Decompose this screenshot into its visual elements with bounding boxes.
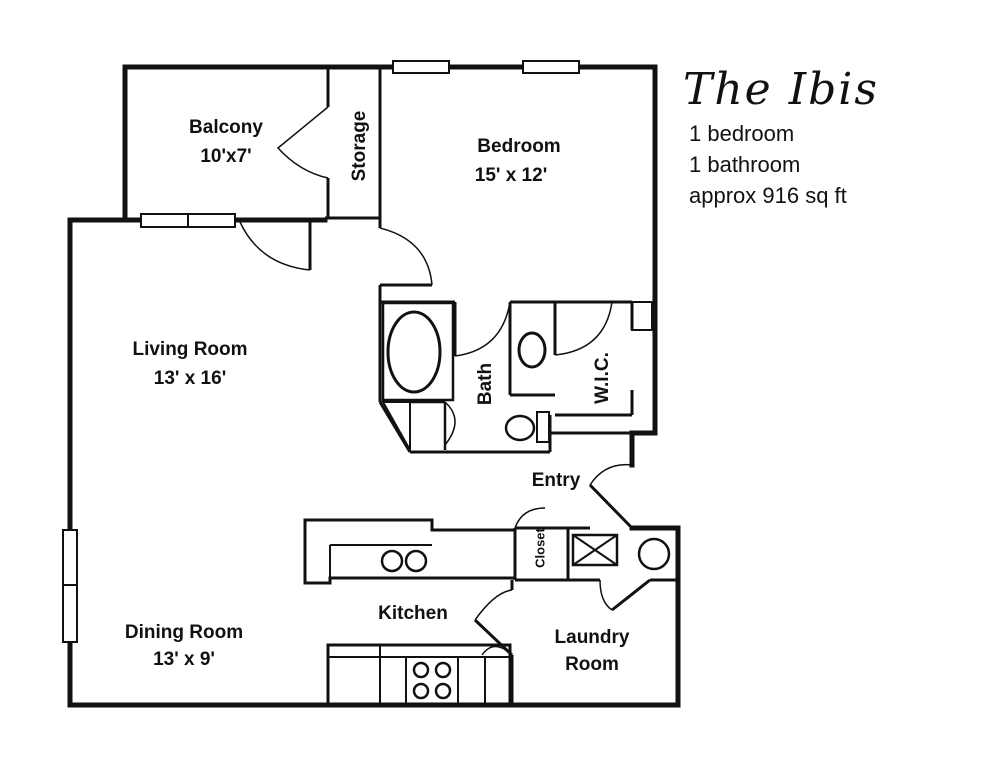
closet-name: Closet: [532, 527, 547, 567]
door-bedroom: [379, 227, 433, 286]
door-laundry-upper: [599, 579, 613, 611]
bathroom-count: 1 bathroom: [689, 152, 800, 177]
burner-icon: [434, 682, 452, 700]
door-entry: [589, 463, 633, 486]
window-bedroom-right: [522, 60, 580, 74]
living-room-size: 13' x 16': [154, 368, 226, 389]
kitchen-counter-upper: [303, 518, 517, 585]
water-heater-icon: [637, 537, 671, 571]
square-footage: approx 916 sq ft: [689, 183, 847, 208]
burner-icon: [412, 682, 430, 700]
interior-walls: [308, 67, 678, 705]
bedroom-count: 1 bedroom: [689, 121, 794, 146]
shower-stall: [381, 401, 411, 454]
window-living-right: [187, 213, 236, 228]
burner-icon: [412, 661, 430, 679]
door-closet: [514, 507, 546, 529]
balcony-size: 10'x7': [200, 146, 251, 167]
window-dining-bottom: [62, 584, 78, 643]
sink-bowl-right-icon: [404, 549, 428, 573]
door-bath: [454, 301, 511, 357]
bedroom-name: Bedroom: [477, 136, 560, 157]
title-block: The Ibis 1 bedroom 1 bathroom approx 916…: [683, 64, 879, 208]
bedroom-size: 15' x 12': [475, 165, 547, 186]
door-wic: [554, 301, 613, 356]
living-room-name: Living Room: [132, 339, 247, 360]
door-laundry: [474, 589, 513, 621]
window-dining-top: [62, 529, 78, 586]
entry-name: Entry: [532, 470, 581, 491]
hvac-unit-icon: [571, 533, 619, 567]
kitchen-name: Kitchen: [378, 603, 448, 624]
wic-name: W.I.C.: [592, 352, 613, 404]
door-balcony-living: [239, 221, 311, 271]
window-bedroom-left: [392, 60, 450, 74]
door-laundry-lower: [481, 645, 513, 656]
bath-sink-icon: [517, 331, 547, 369]
bath-name: Bath: [475, 363, 496, 405]
stove: [405, 656, 459, 706]
bathtub-basin-icon: [386, 310, 442, 394]
windows: [62, 60, 580, 643]
storage-name: Storage: [349, 111, 370, 182]
room-labels: Balcony 10'x7' Storage Bedroom 15' x 12'…: [125, 111, 630, 675]
window-living-left: [140, 213, 189, 228]
burner-icon: [434, 661, 452, 679]
fixtures: [303, 301, 671, 707]
dining-room-size: 13' x 9': [153, 649, 215, 670]
plan-title: The Ibis: [683, 64, 879, 115]
balcony-name: Balcony: [189, 117, 263, 138]
wic-shelf: [631, 301, 653, 331]
bathtub: [381, 301, 455, 402]
door-balcony-storage: [276, 106, 329, 179]
toilet-icon: [504, 414, 536, 442]
toilet-tank-icon: [536, 411, 550, 443]
sink-bowl-left-icon: [380, 549, 404, 573]
doors: [239, 106, 633, 656]
dining-room-name: Dining Room: [125, 622, 243, 643]
laundry-room-name-2: Room: [565, 654, 619, 675]
laundry-room-name: Laundry: [555, 627, 630, 648]
